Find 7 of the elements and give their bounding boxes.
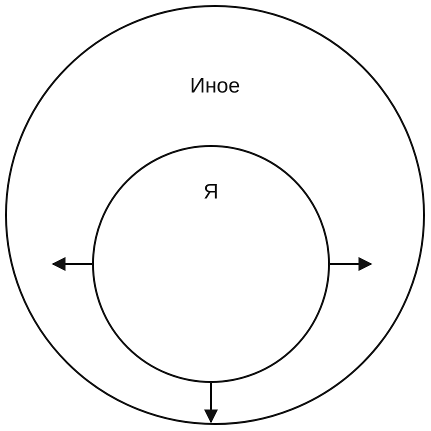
arrow (52, 257, 93, 271)
circle-label: Иное (190, 74, 240, 98)
outer-circle (5, 5, 425, 425)
arrow (329, 257, 372, 271)
arrow (204, 382, 218, 424)
circle-label: Я (203, 180, 219, 204)
inner-circle (92, 145, 330, 383)
